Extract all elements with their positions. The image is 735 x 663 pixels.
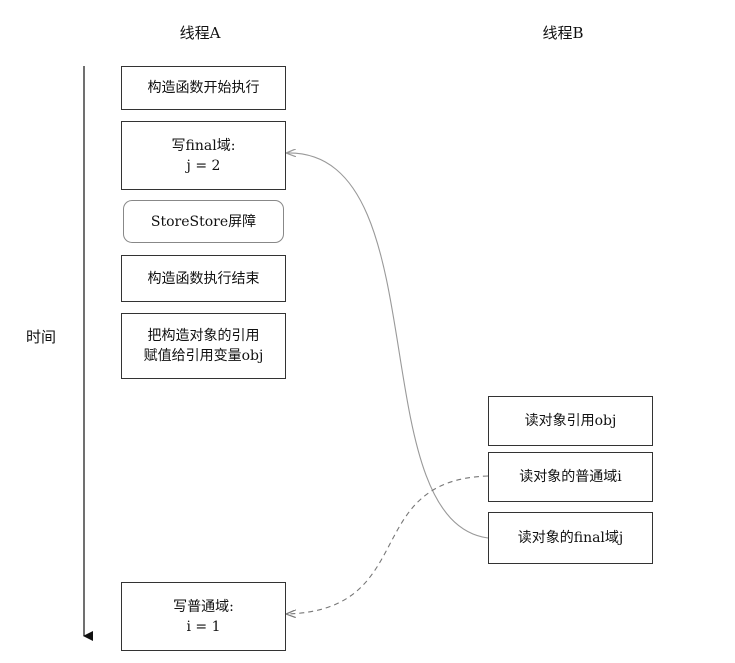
assign-ref-line-2: 赋值给引用变量obj [143, 348, 264, 364]
storestore-barrier-box: StoreStore屏障 [123, 200, 284, 243]
write-final-line-2: j = 2 [186, 157, 221, 174]
write-final-line-1: 写final域: [171, 137, 236, 154]
ctor-start-line-1: 构造函数开始执行 [147, 80, 260, 96]
final-read-arrow [287, 153, 489, 539]
read-final-line-1: 读对象的final域j [517, 530, 624, 546]
ctor-end-line-1: 构造函数执行结束 [147, 270, 260, 287]
write-final-box: 写final域: j = 2 [121, 121, 286, 190]
thread-b-header: 线程B [542, 24, 584, 42]
write-normal-box: 写普通域: i = 1 [121, 582, 286, 651]
read-ref-line-1: 读对象引用obj [524, 413, 617, 429]
ctor-end-box: 构造函数执行结束 [121, 255, 286, 302]
read-normal-box: 读对象的普通域i [488, 452, 653, 502]
write-normal-line-1: 写普通域: [173, 598, 234, 615]
time-axis-label: 时间 [26, 328, 57, 346]
read-final-box: 读对象的final域j [488, 512, 653, 564]
write-normal-line-2: i = 1 [186, 618, 221, 635]
ctor-start-box: 构造函数开始执行 [121, 66, 286, 110]
read-normal-line-1: 读对象的普通域i [519, 469, 622, 485]
read-ref-box: 读对象引用obj [488, 396, 653, 446]
thread-a-header: 线程A [179, 24, 221, 42]
storestore-barrier-line-1: StoreStore屏障 [150, 213, 257, 230]
assign-ref-box: 把构造对象的引用 赋值给引用变量obj [121, 313, 286, 379]
assign-ref-line-1: 把构造对象的引用 [147, 328, 260, 344]
normal-read-arrow [287, 475, 489, 614]
